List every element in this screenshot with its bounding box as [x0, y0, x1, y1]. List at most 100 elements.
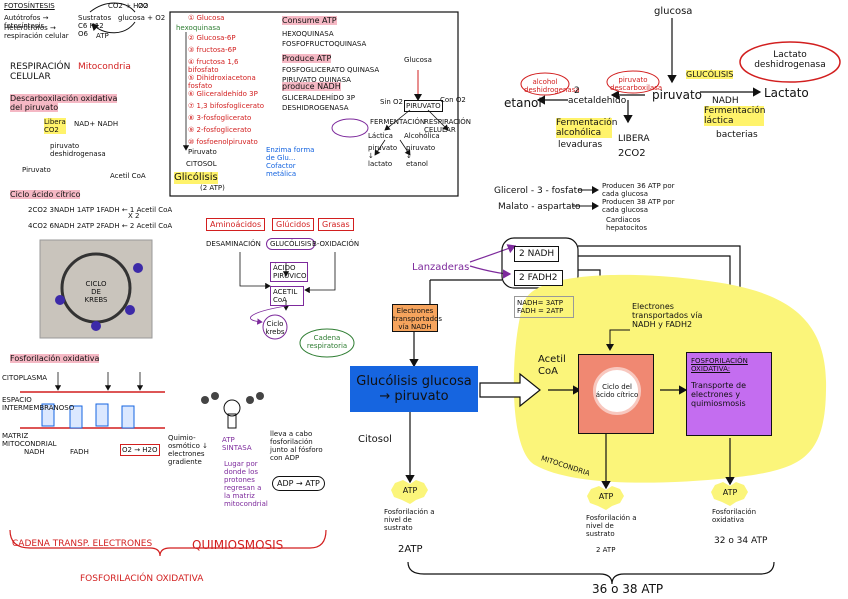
fosfo-ox-desc: Transporte de electrones y quimiosmosis: [691, 381, 747, 408]
atp-burst-2: [587, 486, 624, 510]
produce-atp-label: Produce ATP: [282, 54, 332, 63]
o2-h2o-box: O2 → H2O: [120, 444, 160, 456]
krebs-photo-label: CICLO DE KREBS: [84, 280, 108, 304]
lugar-text: Lugar por donde los protones regresan a …: [224, 460, 268, 508]
sustratos-text: Sustratos C6 H12 O6: [78, 14, 112, 38]
fosfo-ox-box: FOSFORILACIÓN OXIDATIVA: Transporte de e…: [686, 352, 772, 436]
cadena-oval: [299, 328, 355, 358]
lactato-desh-oval: [739, 41, 841, 83]
bacterias-label: bacterias: [716, 130, 758, 140]
gly-step-5: ④ fructosa 1,6 bifosfato: [188, 58, 239, 74]
fosfo-ox-title: FOSFORILACIÓN OXIDATIVA:: [691, 357, 748, 373]
produce-nadh-label: produce NADH: [282, 82, 341, 91]
atp-2: ATP: [598, 492, 614, 501]
alcohol-desh-oval: [520, 72, 570, 96]
step3-text: Fosforilación oxidativa: [10, 354, 100, 363]
gly-citosol: CITOSOL: [186, 160, 217, 168]
heterotrofos-text: Heterótrofos → respiración celular: [4, 24, 69, 40]
glicerol-label: Glicerol - 3 - fosfato: [494, 186, 583, 196]
gly-step-3: ② Glucosa-6P: [188, 34, 236, 42]
fosfofructo-label: FOSFOFRUCTOQUINASA: [282, 40, 367, 48]
nad-text: NAD+ NADH: [74, 120, 119, 128]
gly-piruvato: PIRUVATO: [404, 100, 443, 112]
atp-2-total: 2ATP: [398, 544, 423, 555]
o2-small: O2: [138, 2, 148, 10]
piruvato-desh-text: piruvato deshidrogenasa: [50, 142, 106, 158]
lactato-desh-text: Lactato deshidrogenasa: [754, 50, 826, 70]
piruvato-desc-text: piruvato descarboxilasa: [610, 76, 663, 92]
etanol-label: etanol: [504, 96, 542, 110]
fermentacion-label: FERMENTACIÓN: [370, 118, 426, 126]
gliceraldehido-label: GLICERALDEHÍDO 3P: [282, 94, 355, 102]
fotosintesis-label: FOTOSÍNTESIS: [4, 2, 55, 10]
glucidos-box: Glúcidos: [272, 218, 315, 231]
fosfoglicerato-label: FOSFOGLICERATO QUINASA: [282, 66, 380, 74]
fosforilacion-label: FOSFORILACIÓN OXIDATIVA: [80, 574, 204, 584]
malato-label: Malato - aspartato: [498, 202, 581, 212]
step1-title: Descarboxilación oxidativa del piruvato: [10, 94, 130, 112]
glicerol-produce: Producen 36 ATP por cada glucosa: [602, 182, 675, 198]
atp-burst-1: [391, 480, 428, 504]
lanzaderas-label: Lanzaderas: [412, 262, 470, 273]
two-label: 2: [574, 86, 580, 96]
ferm-lactica: Fermentación láctica: [704, 106, 766, 126]
co2-h2o-text: CO2 + H2O: [108, 2, 149, 10]
step2-text: Ciclo ácido cítrico: [10, 190, 81, 199]
total-atp: 36 o 38 ATP: [592, 582, 664, 596]
ciclo-x2: X 2: [128, 212, 140, 220]
lactato-top: Lactato: [764, 86, 809, 100]
acetil-coa-box: ACETIL CoA: [270, 286, 304, 306]
gly-step-8: ⑦ 1,3 bifosfoglicerato: [188, 102, 265, 110]
krebs-mini-cycle: [262, 314, 288, 340]
gly-step-11: ⑩ fosfoenolpiruvato: [188, 138, 258, 146]
piruvato-lactato: piruvato ↓ lactato: [368, 144, 398, 168]
lactica-label: Láctica: [368, 132, 393, 140]
piruvato-quinasa-label: PIRUVATO QUINASA: [282, 76, 351, 84]
nadh-membrane: NADH: [24, 448, 45, 456]
nadh-top: NADH: [712, 96, 739, 106]
desaminacion-label: DESAMINACIÓN: [206, 240, 261, 248]
glucolisis-main-box: Glucólisis glucosa → piruvato: [350, 366, 478, 412]
con-o2: Con O2: [440, 96, 466, 104]
malato-produce: Producen 38 ATP por cada glucosa: [602, 198, 675, 214]
ciclo-citrico-box: Ciclo del ácido cítrico: [578, 354, 654, 434]
enzima-note: Enzima forma de Glu... Cofactor metálica: [266, 146, 315, 178]
gly-step-7: ⑥ Gliceraldehído 3P: [188, 90, 258, 98]
gly-title: Glicólisis: [174, 172, 218, 184]
gly-step-12: Piruvato: [188, 148, 217, 156]
quimiosmosis-label: QUIMIOSMOSIS: [192, 538, 284, 552]
acetil-coa-main: Acetil CoA: [538, 354, 566, 377]
ciclo-citrico-label: Ciclo del ácido cítrico: [595, 383, 639, 399]
step3-title: Fosforilación oxidativa: [10, 354, 100, 363]
espacio-label: ESPACIO INTERMEMBRANOSO: [2, 396, 75, 412]
gly-step-4: ③ fructosa-6P: [188, 46, 237, 54]
resp-celular-small: RESPIRACIÓN CELULAR: [424, 118, 471, 134]
step2-title: Ciclo ácido cítrico: [10, 190, 81, 199]
matriz-label: MATRIZ MITOCONDRIAL: [2, 432, 57, 448]
mitocondria-label: Mitocondria: [78, 62, 131, 72]
adp-atp-box: ADP → ATP: [272, 476, 325, 491]
aminoacidos-box: Aminoácidos: [206, 218, 266, 231]
nad-oval: [331, 118, 369, 138]
gly-step-6: ⑤ Dihidroxiacetona fosfato: [188, 74, 256, 90]
glucosa-top: glucosa: [654, 6, 693, 17]
deshidrogenasa-label: DESHIDROGENASA: [282, 104, 349, 112]
fosfo-sustrato-1: Fosforilación a nivel de sustrato: [384, 508, 435, 532]
glucolisis-oval: GLUCÓLISIS: [266, 238, 316, 250]
libera-label: LIBERA: [618, 134, 650, 144]
atp-2b-total: 2 ATP: [596, 546, 616, 554]
gly-glucosa: Glucosa: [404, 56, 432, 64]
piruvato-etanol: piruvato ↓ etanol: [406, 144, 436, 168]
citoplasma-label: CITOPLASMA: [2, 374, 48, 382]
levaduras-label: levaduras: [558, 140, 603, 150]
gly-step-10: ⑨ 2-fosfoglicerato: [188, 126, 252, 134]
fadh-membrane: FADH: [70, 448, 89, 456]
hexoquinasa-label: HEXOQUINASA: [282, 30, 334, 38]
electrones-nadh-box: Electrones transportados vía NADH: [392, 304, 442, 332]
atp-ratio-box: NADH= 3ATP FADH = 2ATP: [514, 296, 574, 318]
ciclo-krebs-mini: Ciclo krebs: [265, 320, 285, 336]
ciclo-line2: 4CO2 6NADH 2ATP 2FADH ← 2 Acetil CoA: [28, 222, 173, 230]
step1-text: Descarboxilación oxidativa del piruvato: [10, 94, 118, 112]
glucosa-o2-text: glucosa + O2: [118, 14, 166, 22]
atp-sintasa-label: ATP SINTASA: [222, 436, 252, 452]
